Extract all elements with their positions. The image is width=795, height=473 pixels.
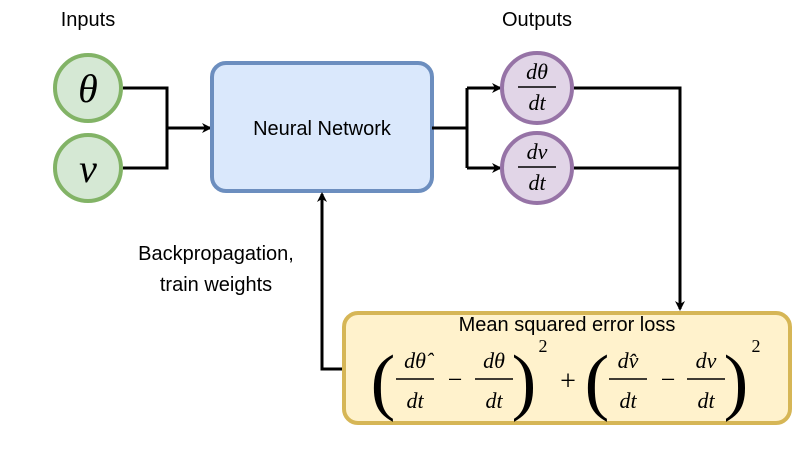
connector-dtheta-to-loss <box>574 86 682 168</box>
loss-term1-close-paren: ) <box>512 341 537 423</box>
input-node-v-symbol: v <box>79 146 97 191</box>
output-node-dv: dv dt <box>500 131 574 205</box>
input-node-v: v <box>53 133 123 203</box>
connector-v-to-network <box>123 128 169 170</box>
backprop-connector <box>320 213 344 371</box>
input-node-theta: θ <box>53 53 123 123</box>
loss-term1-open-paren: ( <box>371 341 396 423</box>
loss-term1-exponent: 2 <box>539 336 548 356</box>
inputs-label: Inputs <box>61 9 115 31</box>
loss-term1-minus: − <box>448 365 463 394</box>
loss-term2-hat-numerator: dv̂ <box>618 348 639 373</box>
loss-rect <box>342 311 792 425</box>
output-dv-denominator: dt <box>528 170 546 195</box>
backprop-label-line2: train weights <box>160 274 272 296</box>
output-node-dv-circle <box>500 131 574 205</box>
loss-term1-numerator: dθ <box>483 348 505 373</box>
neural-network-label: Neural Network <box>253 118 392 140</box>
output-dtheta-numerator: dθ <box>526 59 548 84</box>
output-dtheta-denominator: dt <box>528 90 546 115</box>
loss-plus: + <box>560 366 576 397</box>
connector-theta-to-network <box>123 86 169 128</box>
loss-box: Mean squared error loss ( dθ̂ dt − dθ dt… <box>342 311 792 425</box>
loss-term1-denominator-1: dt <box>406 388 424 413</box>
loss-term2-exponent: 2 <box>752 336 761 356</box>
loss-term2-minus: − <box>661 365 676 394</box>
loss-term2-numerator: dv <box>696 348 717 373</box>
input-node-v-circle <box>53 133 123 203</box>
loss-term2-close-paren: ) <box>724 341 749 423</box>
input-node-theta-symbol: θ <box>78 66 98 111</box>
loss-title: Mean squared error loss <box>459 314 676 336</box>
neural-network-box: Neural Network <box>210 61 434 193</box>
input-node-theta-circle <box>53 53 123 123</box>
loss-term2-denominator-2: dt <box>697 388 715 413</box>
output-node-dtheta: dθ dt <box>500 51 574 125</box>
loss-term1-denominator-2: dt <box>485 388 503 413</box>
loss-term2-denominator-1: dt <box>619 388 637 413</box>
output-node-dtheta-circle <box>500 51 574 125</box>
backprop-label-line1: Backpropagation, <box>138 243 294 265</box>
output-dv-numerator: dv <box>527 139 548 164</box>
loss-term2-open-paren: ( <box>585 341 610 423</box>
outputs-label: Outputs <box>502 9 572 31</box>
